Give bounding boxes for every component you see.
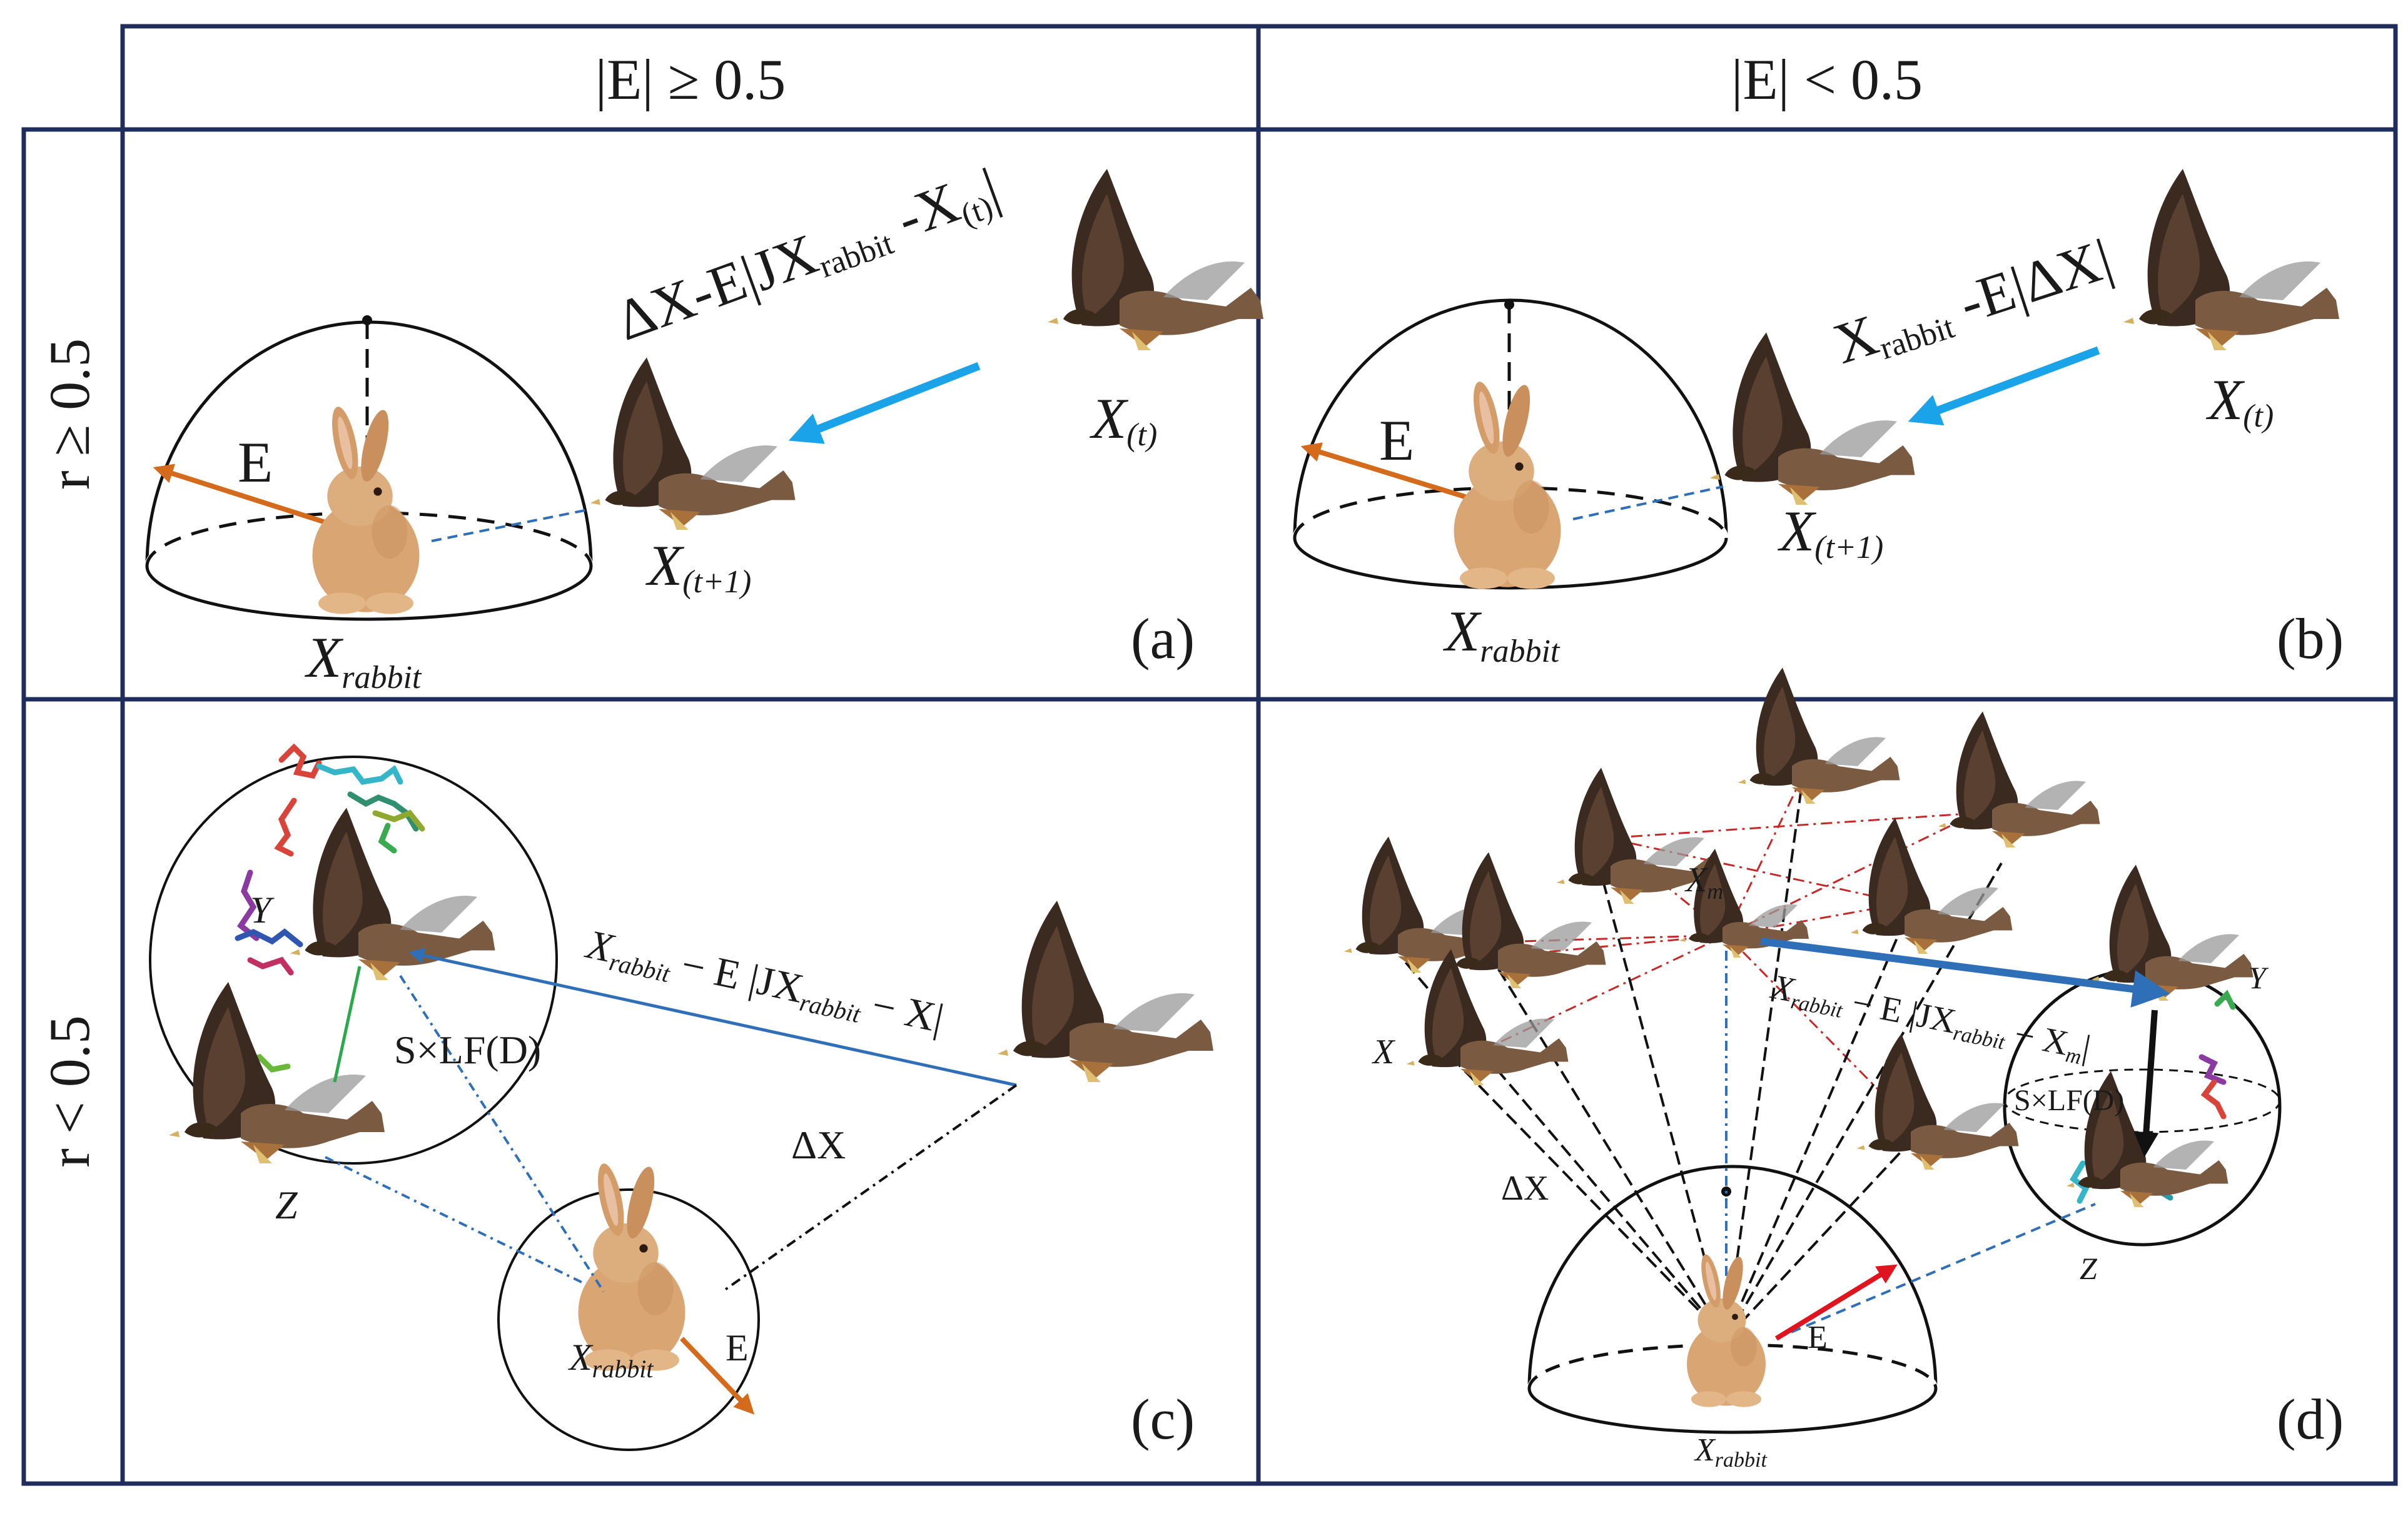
header-col-2: |E| < 0.5 bbox=[1731, 48, 1923, 111]
slf-label: S×LF(D) bbox=[394, 1028, 541, 1072]
header-col-1: |E| ≥ 0.5 bbox=[595, 48, 786, 111]
panel-tag-c: (c) bbox=[1131, 1387, 1195, 1451]
dome-apex bbox=[1504, 300, 1514, 310]
x-t-label: X(t) bbox=[1089, 387, 1157, 453]
xm-label: Xm bbox=[1684, 861, 1723, 904]
hawk-icon-z bbox=[169, 982, 385, 1163]
rabbit-icon bbox=[1454, 379, 1561, 589]
hawk-icon-y bbox=[290, 807, 495, 980]
column-headers: |E| ≥ 0.5 |E| < 0.5 bbox=[595, 48, 1923, 111]
black-jump-arrow bbox=[2133, 1010, 2159, 1157]
projection-line bbox=[399, 974, 605, 1293]
e-label: E bbox=[1379, 408, 1414, 472]
rabbit-label: Xrabbit bbox=[304, 625, 422, 696]
row-headers: r ≥ 0.5 r < 0.5 bbox=[38, 338, 101, 1168]
formula-a: ΔX-E|JXrabbit -X(t)| bbox=[608, 155, 1008, 356]
table-grid bbox=[21, 24, 2398, 1486]
z-label: Z bbox=[275, 1183, 298, 1227]
x-label: X bbox=[1372, 1033, 1396, 1071]
hawk-icon-next bbox=[590, 357, 796, 530]
projection-line bbox=[431, 509, 589, 542]
exploration-circle bbox=[149, 756, 558, 1165]
rabbit-label: Xrabbit bbox=[1442, 599, 1561, 669]
panel-tag-d: (d) bbox=[2277, 1387, 2344, 1451]
e-vector-arrow bbox=[1300, 442, 1468, 500]
dome-outline bbox=[1527, 1165, 1938, 1389]
rabbit-label: Xrabbit bbox=[568, 1337, 654, 1383]
e-label: E bbox=[1808, 1320, 1828, 1355]
blue-move-arrow bbox=[408, 948, 1017, 1087]
rabbit-icon bbox=[578, 1161, 685, 1371]
e-vector-arrow bbox=[1774, 1264, 1898, 1341]
hawk-icon-current bbox=[1048, 169, 1263, 350]
blue-move-arrow bbox=[1760, 938, 2170, 1008]
projection-line bbox=[325, 1156, 582, 1283]
rabbit-label: Xrabbit bbox=[1694, 1432, 1768, 1472]
header-row-1: r ≥ 0.5 bbox=[38, 338, 101, 490]
panel-tag-b: (b) bbox=[2277, 607, 2344, 670]
dome-apex bbox=[362, 315, 372, 325]
projection-line bbox=[1572, 485, 1724, 520]
z-label: Z bbox=[2080, 1251, 2098, 1286]
sphere-equator bbox=[2003, 1068, 2281, 1133]
y-label: Y bbox=[250, 889, 275, 931]
hawk-icon-current bbox=[2123, 169, 2339, 350]
panel-c: Y Z S×LF(D) ΔX E Xrabbit Xrabbit − E |JX… bbox=[149, 743, 1213, 1451]
e-label: E bbox=[238, 430, 273, 494]
hawk-icon bbox=[1938, 711, 2100, 848]
y-label: Y bbox=[2249, 960, 2269, 995]
panel-b: E Xrabbit X(t) X(t+1) Xrabbit -E|ΔX| (b) bbox=[1292, 169, 2344, 670]
green-line bbox=[333, 966, 362, 1083]
x-t1-label: X(t+1) bbox=[645, 534, 751, 600]
hawk-icon bbox=[1738, 667, 1900, 804]
rabbit-circle bbox=[497, 1188, 760, 1451]
z-projection-line bbox=[1776, 1203, 2096, 1340]
blue-move-arrow bbox=[788, 362, 981, 444]
header-row-2: r < 0.5 bbox=[38, 1015, 101, 1168]
blue-move-arrow bbox=[1908, 346, 2100, 426]
slf-label: S×LF(D) bbox=[2014, 1084, 2124, 1117]
delta-x-label: ΔX bbox=[791, 1123, 846, 1167]
hawk-icon-y bbox=[2091, 864, 2254, 1001]
levy-flight-trace bbox=[221, 743, 425, 1073]
panel-tag-a: (a) bbox=[1131, 607, 1195, 670]
delta-x-label: ΔX bbox=[1501, 1169, 1549, 1208]
formula-d: Xrabbit − E |JXrabbit − Xm| bbox=[1767, 968, 2094, 1071]
panel-d: Xm X Y Z S×LF(D) ΔX E Xrabbit Xrabbit − … bbox=[1343, 667, 2344, 1472]
x-t1-label: X(t+1) bbox=[1777, 499, 1883, 565]
delta-x-line bbox=[721, 1084, 1018, 1293]
x-t-label: X(t) bbox=[2205, 368, 2274, 434]
hawk-icon-x bbox=[998, 901, 1213, 1082]
hawk-icon bbox=[1856, 1033, 2019, 1170]
panel-a: E Xrabbit X(t) X(t+1) ΔX-E|JXrabbit -X(t… bbox=[144, 155, 1263, 696]
formula-c: Xrabbit − E |JXrabbit − X| bbox=[580, 921, 948, 1046]
e-label: E bbox=[726, 1327, 749, 1369]
e-vector-arrow bbox=[153, 463, 326, 525]
e-vector-arrow bbox=[680, 1337, 755, 1415]
